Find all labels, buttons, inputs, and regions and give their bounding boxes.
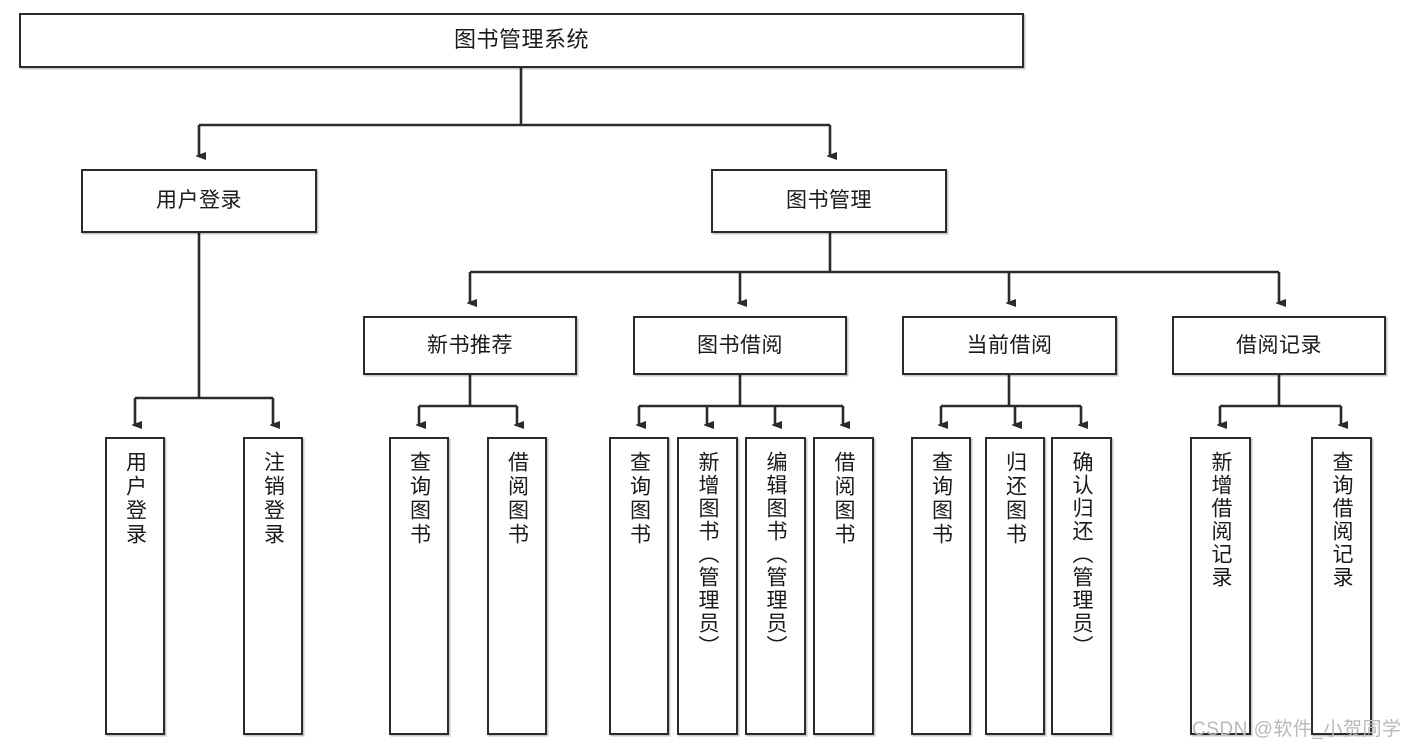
node-label: 查询图书 [627, 451, 651, 547]
node-current-borrow[interactable]: 当前借阅 [902, 316, 1117, 375]
node-label: 借阅图书 [505, 451, 529, 547]
leaf-query-borrow-record[interactable]: 查询借阅记录 [1311, 437, 1372, 735]
node-book-borrow[interactable]: 图书借阅 [633, 316, 847, 375]
leaf-edit-book-admin[interactable]: 编辑图书（管理员） [745, 437, 806, 735]
node-root[interactable]: 图书管理系统 [19, 13, 1024, 68]
leaf-confirm-return-admin[interactable]: 确认归还（管理员） [1051, 437, 1112, 735]
node-label: 图书管理系统 [453, 27, 589, 53]
leaf-borrow-book[interactable]: 借阅图书 [813, 437, 874, 735]
leaf-return-book[interactable]: 归还图书 [985, 437, 1045, 735]
node-label: 借阅图书 [832, 451, 855, 547]
node-label: 查询图书 [929, 451, 953, 547]
node-label: 图书借阅 [697, 333, 783, 357]
node-label: 编辑图书（管理员） [764, 451, 787, 658]
leaf-query-book-recommend[interactable]: 查询图书 [389, 437, 449, 735]
node-label: 用户登录 [123, 451, 147, 547]
node-label: 查询借阅记录 [1330, 451, 1353, 589]
node-label: 新增图书（管理员） [696, 451, 719, 658]
node-label: 确认归还（管理员） [1070, 451, 1093, 658]
leaf-borrow-book-recommend[interactable]: 借阅图书 [487, 437, 547, 735]
node-label: 当前借阅 [966, 333, 1053, 357]
leaf-logout[interactable]: 注销登录 [243, 437, 303, 735]
node-label: 归还图书 [1003, 451, 1027, 547]
node-borrow-record[interactable]: 借阅记录 [1172, 316, 1386, 375]
csdn-watermark: CSDN @软件_小贺同学 [1192, 719, 1402, 740]
node-label: 用户登录 [156, 189, 242, 213]
node-label: 借阅记录 [1236, 333, 1322, 357]
node-label: 查询图书 [407, 451, 431, 547]
node-label: 新增借阅记录 [1209, 451, 1232, 589]
leaf-user-login[interactable]: 用户登录 [105, 437, 165, 735]
node-book-management[interactable]: 图书管理 [711, 169, 947, 233]
leaf-query-book-borrow[interactable]: 查询图书 [609, 437, 669, 735]
leaf-add-borrow-record[interactable]: 新增借阅记录 [1190, 437, 1251, 735]
node-new-book-recommend[interactable]: 新书推荐 [363, 316, 577, 375]
node-label: 图书管理 [786, 189, 872, 213]
node-user-login[interactable]: 用户登录 [81, 169, 317, 233]
node-label: 注销登录 [261, 451, 285, 547]
leaf-query-book-current[interactable]: 查询图书 [911, 437, 971, 735]
leaf-add-book-admin[interactable]: 新增图书（管理员） [677, 437, 738, 735]
node-label: 新书推荐 [427, 333, 513, 357]
